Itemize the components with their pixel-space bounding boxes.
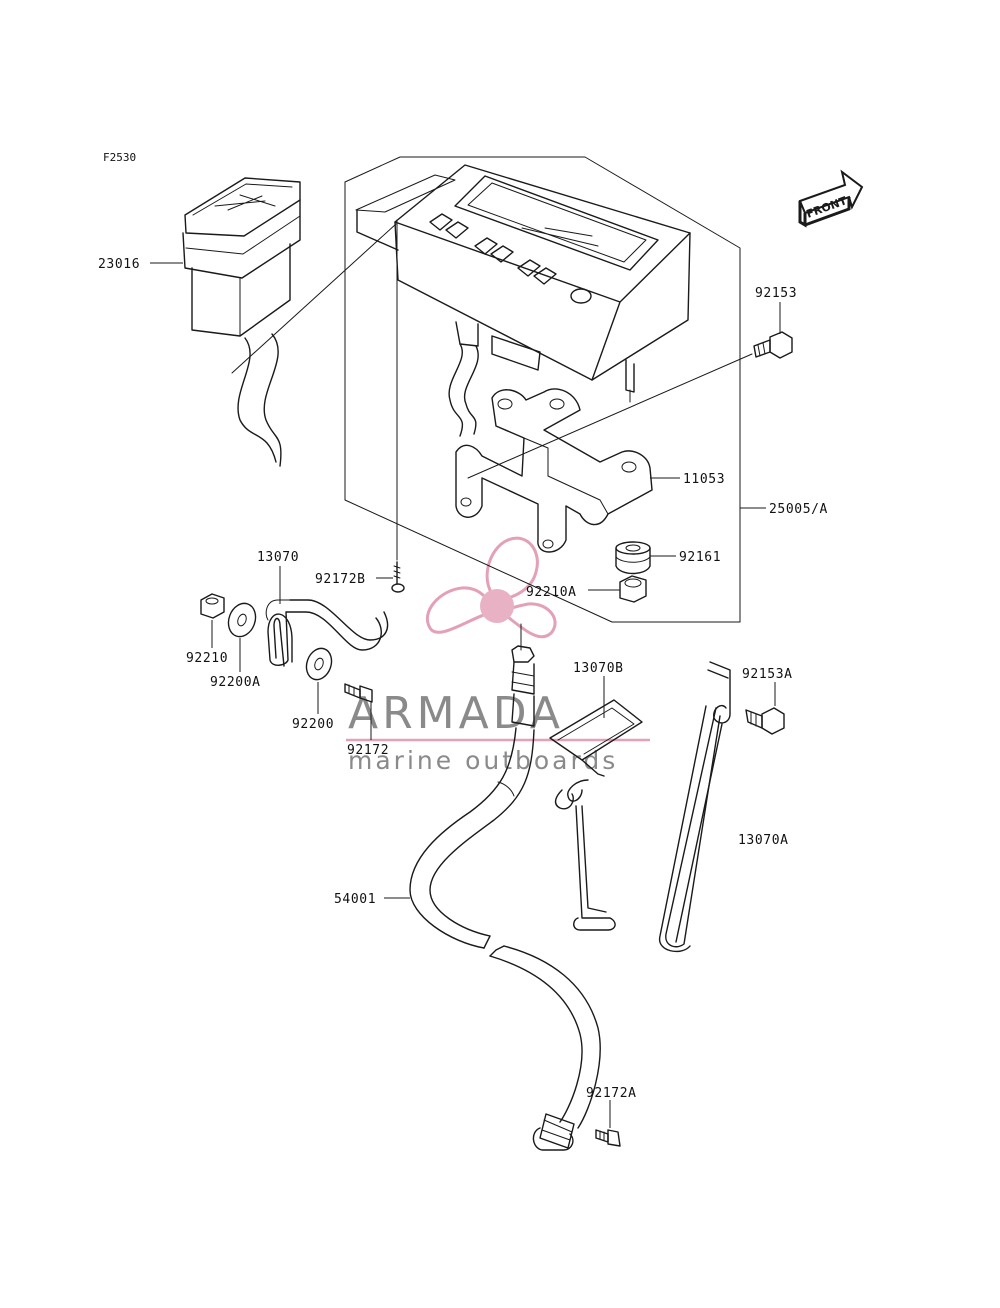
watermark-brand: ARMADA	[348, 688, 564, 739]
callout-92153: 92153	[755, 286, 797, 301]
callout-92172a: 92172A	[586, 1086, 637, 1101]
callout-92210a: 92210A	[526, 585, 577, 600]
part-92153a-bolt	[745, 707, 785, 735]
part-92161-grommet	[615, 541, 651, 575]
front-arrow-icon: FRONT	[798, 169, 864, 228]
callout-92210: 92210	[186, 651, 228, 666]
part-92200a-washer	[227, 602, 257, 638]
part-92172-screw	[344, 683, 373, 703]
callout-13070b: 13070B	[573, 661, 624, 676]
propeller-icon	[425, 536, 557, 639]
callout-92153a: 92153A	[742, 667, 793, 682]
part-54001-cable	[409, 623, 601, 1151]
watermark: ARMADA marine outboards	[346, 536, 650, 775]
callout-labels: 23016 92153 11053 25005/A 92161 92210A 1…	[98, 257, 828, 1101]
callout-25005a: 25005/A	[769, 502, 828, 517]
callout-11053: 11053	[683, 472, 725, 487]
callout-92200: 92200	[292, 717, 334, 732]
part-13070b-clip	[549, 699, 643, 931]
part-13070a-clip	[659, 661, 731, 953]
leader-lines	[150, 262, 781, 1128]
part-13070-clip	[265, 599, 389, 667]
watermark-tagline: marine outboards	[348, 746, 618, 775]
callout-92161: 92161	[679, 550, 721, 565]
callout-92172b: 92172B	[315, 572, 366, 587]
part-92210a-nut	[619, 575, 647, 603]
part-92210-nut	[200, 593, 225, 619]
part-23016-socket	[182, 174, 456, 467]
part-92172b-screw	[391, 219, 405, 593]
callout-13070: 13070	[257, 550, 299, 565]
callout-13070a: 13070A	[738, 833, 789, 848]
callout-54001: 54001	[334, 892, 376, 907]
callout-92200a: 92200A	[210, 675, 261, 690]
part-92172a-screw	[595, 1129, 621, 1147]
callout-23016: 23016	[98, 257, 140, 272]
figure-code: F2530	[103, 151, 136, 164]
assembly-boundary	[344, 156, 741, 623]
part-92200-washer	[305, 647, 333, 681]
part-92153-bolt	[467, 331, 793, 479]
callout-92172: 92172	[347, 743, 389, 758]
part-11053-bracket	[455, 388, 653, 553]
part-meter-assembly	[356, 164, 691, 437]
